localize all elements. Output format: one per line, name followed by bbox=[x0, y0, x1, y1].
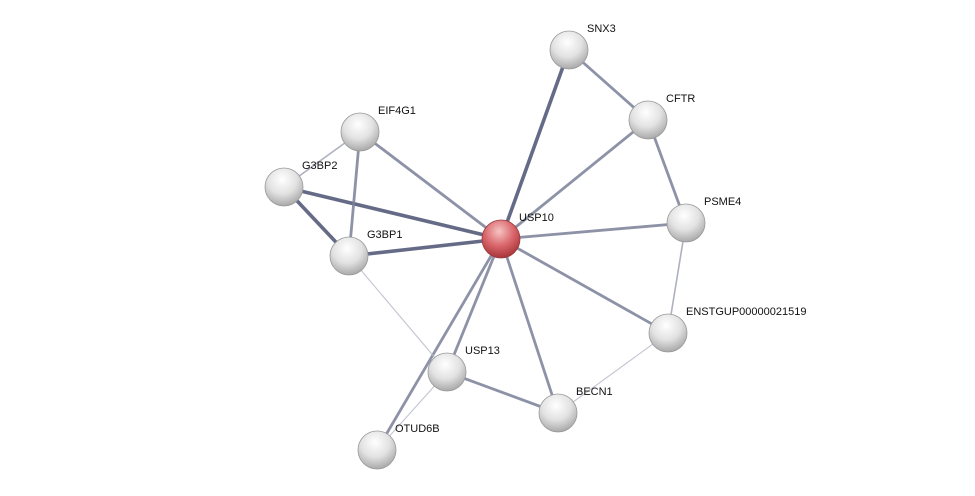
edge-usp10-usp13[interactable] bbox=[445, 238, 503, 373]
node-sphere[interactable] bbox=[329, 236, 369, 276]
edge-usp10-otud6b[interactable] bbox=[375, 238, 503, 451]
edge-usp10-g3bp2[interactable] bbox=[283, 185, 502, 241]
edge-usp10-g3bp1[interactable] bbox=[348, 237, 502, 258]
node-label: SNX3 bbox=[587, 23, 616, 35]
node-label: PSME4 bbox=[704, 196, 741, 208]
node-sphere[interactable] bbox=[648, 313, 688, 353]
edge-usp10-becn1[interactable] bbox=[499, 238, 560, 414]
edge-usp10-enstgup00000021519[interactable] bbox=[500, 237, 669, 335]
node-snx3[interactable]: SNX3 bbox=[549, 23, 616, 70]
node-label: EIF4G1 bbox=[378, 105, 416, 117]
node-sphere[interactable] bbox=[427, 352, 467, 392]
node-sphere[interactable] bbox=[538, 393, 578, 433]
edge-usp10-psme4[interactable] bbox=[500, 221, 687, 241]
edge-g3bp1-usp13[interactable] bbox=[348, 255, 448, 373]
node-eif4g1[interactable]: EIF4G1 bbox=[340, 105, 416, 152]
node-label: G3BP1 bbox=[367, 229, 402, 241]
node-label: CFTR bbox=[666, 93, 695, 105]
edge-usp13-becn1[interactable] bbox=[446, 370, 559, 415]
edge-eif4g1-g3bp1[interactable] bbox=[347, 131, 362, 257]
node-label: USP13 bbox=[465, 345, 500, 357]
node-g3bp1[interactable]: G3BP1 bbox=[329, 229, 402, 276]
node-label: G3BP2 bbox=[302, 160, 337, 172]
node-label: OTUD6B bbox=[395, 423, 440, 435]
node-g3bp2[interactable]: G3BP2 bbox=[264, 160, 337, 207]
node-sphere[interactable] bbox=[340, 112, 380, 152]
node-usp13[interactable]: USP13 bbox=[427, 345, 500, 392]
node-enstgup00000021519[interactable]: ENSTGUP00000021519 bbox=[648, 306, 806, 353]
node-usp10[interactable]: USP10 bbox=[481, 212, 554, 259]
edge-cftr-usp10[interactable] bbox=[500, 118, 649, 241]
edge-usp10-eif4g1[interactable] bbox=[359, 130, 502, 241]
node-label: ENSTGUP00000021519 bbox=[686, 306, 806, 318]
node-sphere[interactable] bbox=[481, 219, 521, 259]
node-sphere[interactable] bbox=[357, 430, 397, 470]
edge-enstgup00000021519-becn1[interactable] bbox=[557, 332, 669, 414]
node-psme4[interactable]: PSME4 bbox=[666, 196, 741, 243]
node-sphere[interactable] bbox=[264, 167, 304, 207]
node-sphere[interactable] bbox=[549, 30, 589, 70]
node-sphere[interactable] bbox=[628, 100, 668, 140]
node-label: USP10 bbox=[519, 212, 554, 224]
node-otud6b[interactable]: OTUD6B bbox=[357, 423, 440, 470]
node-sphere[interactable] bbox=[666, 203, 706, 243]
node-cftr[interactable]: CFTR bbox=[628, 93, 695, 140]
edge-usp10-snx3[interactable] bbox=[499, 49, 571, 240]
node-label: BECN1 bbox=[576, 386, 613, 398]
node-becn1[interactable]: BECN1 bbox=[538, 386, 613, 433]
